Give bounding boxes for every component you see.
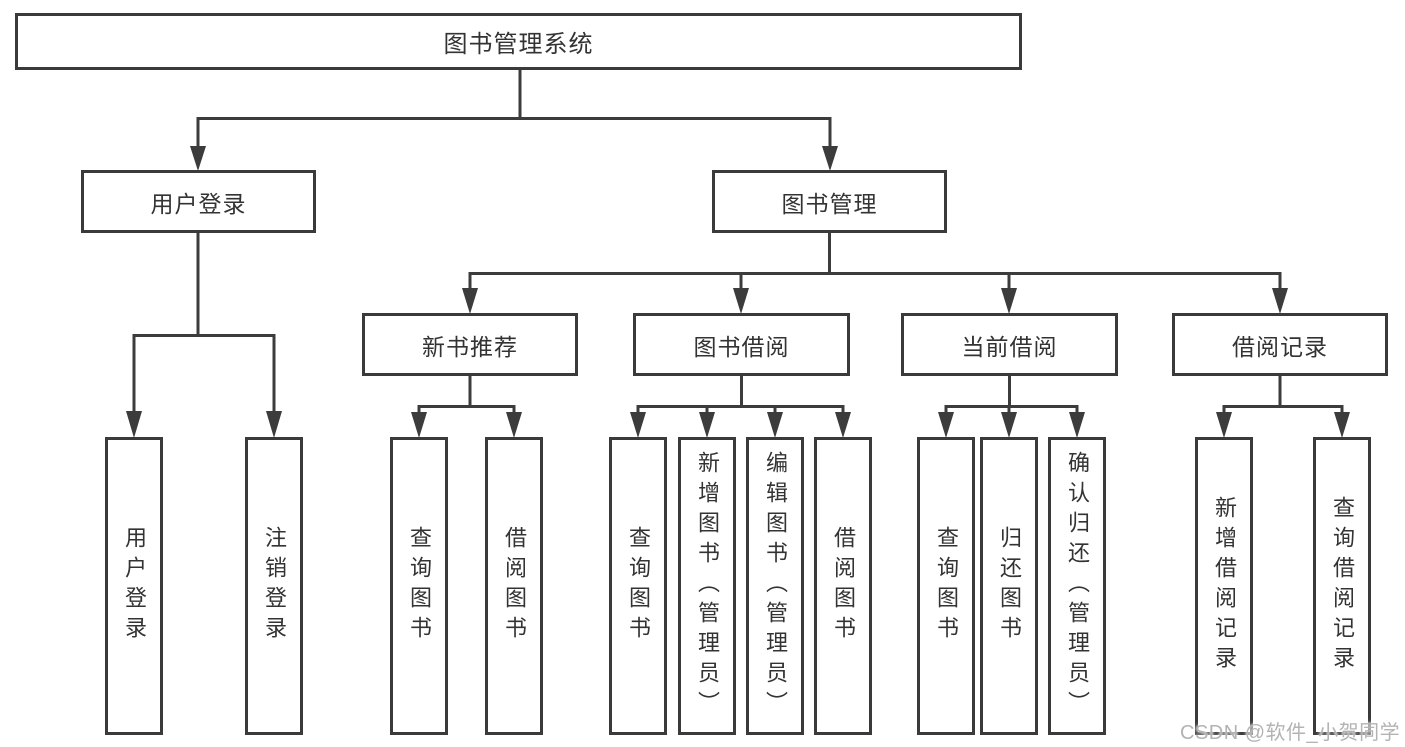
leaf-user-login: 用户登录 <box>105 437 163 735</box>
leaf-return-books: 归还图书 <box>980 437 1038 735</box>
node-book-management: 图书管理 <box>712 170 947 233</box>
leaf-add-borrow-record: 新增借阅记录 <box>1195 437 1253 735</box>
node-label: 借阅图书 <box>502 526 527 646</box>
leaf-add-books-admin: 新增图书（管理员） <box>678 437 736 735</box>
node-label: 新增图书（管理员） <box>695 451 720 721</box>
node-label: 当前借阅 <box>961 333 1058 360</box>
leaf-confirm-return-admin: 确认归还（管理员） <box>1048 437 1106 735</box>
node-label: 借阅图书 <box>831 526 856 646</box>
node-label: 借阅记录 <box>1232 333 1328 360</box>
node-label: 用户登录 <box>150 190 247 217</box>
leaf-edit-books-admin: 编辑图书（管理员） <box>746 437 804 735</box>
leaf-query-borrow-record: 查询借阅记录 <box>1313 437 1371 735</box>
node-user-login: 用户登录 <box>81 170 316 233</box>
leaf-logout: 注销登录 <box>245 437 303 735</box>
node-label: 用户登录 <box>122 526 147 646</box>
node-book-borrow: 图书借阅 <box>633 313 850 376</box>
node-label: 新书推荐 <box>422 333 518 360</box>
node-label: 新增借阅记录 <box>1212 496 1237 676</box>
leaf-query-books-borrow: 查询图书 <box>609 437 667 735</box>
leaf-query-books-current: 查询图书 <box>917 437 975 735</box>
leaf-query-books-recommend: 查询图书 <box>390 437 448 735</box>
node-new-book-recommend: 新书推荐 <box>362 313 578 376</box>
node-current-borrow: 当前借阅 <box>901 313 1118 376</box>
node-label: 查询图书 <box>934 526 959 646</box>
node-label: 图书借阅 <box>693 333 790 360</box>
node-borrow-records: 借阅记录 <box>1172 313 1388 376</box>
node-library-system: 图书管理系统 <box>15 13 1022 70</box>
leaf-borrow-books-recommend: 借阅图书 <box>485 437 543 735</box>
node-label: 查询图书 <box>407 526 432 646</box>
node-label: 图书管理系统 <box>443 31 594 58</box>
leaf-borrow-books: 借阅图书 <box>814 437 872 735</box>
node-label: 归还图书 <box>997 526 1022 646</box>
node-label: 确认归还（管理员） <box>1065 451 1090 721</box>
node-label: 编辑图书（管理员） <box>763 451 788 721</box>
node-label: 注销登录 <box>262 526 287 646</box>
node-label: 查询借阅记录 <box>1330 496 1355 676</box>
arrow-down-icons <box>126 146 1350 438</box>
node-label: 图书管理 <box>781 190 878 217</box>
node-label: 查询图书 <box>626 526 651 646</box>
